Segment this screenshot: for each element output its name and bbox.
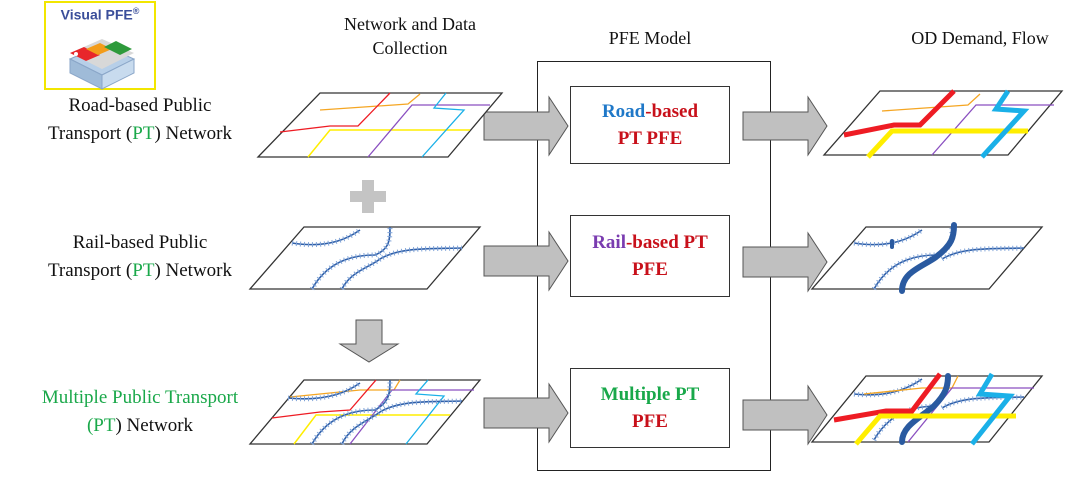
road-network-map bbox=[256, 92, 504, 158]
arrow-multiple-to-pfe bbox=[483, 382, 569, 444]
header-od-demand: OD Demand, Flow bbox=[911, 28, 1049, 48]
input-label-road: Road-based Public Transport (PT) Network bbox=[47, 95, 233, 144]
road-pt-pfe-box[interactable]: Road-based PT PFE bbox=[570, 86, 730, 164]
multiple-network-map bbox=[248, 379, 482, 446]
down-arrow-icon bbox=[338, 319, 400, 363]
arrow-multiple-pfe-to-output bbox=[742, 384, 828, 446]
arrow-road-to-pfe bbox=[483, 95, 569, 157]
header-network-collection: Network and Data Collection bbox=[344, 14, 476, 58]
input-label-multiple: Multiple Public Transport (PT) Network bbox=[41, 387, 239, 436]
arrow-rail-to-pfe bbox=[483, 230, 569, 292]
header-pfe-model: PFE Model bbox=[608, 28, 692, 48]
visual-pfe-logo: Visual PFE® bbox=[44, 1, 156, 90]
rail-pt-pfe-box[interactable]: Rail-based PT PFE bbox=[570, 215, 730, 297]
rail-flow-output-map bbox=[810, 222, 1044, 294]
arrow-rail-pfe-to-output bbox=[742, 231, 828, 293]
pfe-cube-logo-icon bbox=[68, 39, 136, 90]
rail-network-map bbox=[248, 226, 482, 291]
multiple-pt-pfe-box[interactable]: Multiple PT PFE bbox=[570, 368, 730, 448]
road-flow-output-map bbox=[822, 89, 1064, 159]
arrow-road-pfe-to-output bbox=[742, 95, 828, 157]
logo-title: Visual PFE® bbox=[60, 6, 140, 23]
multiple-flow-output-map bbox=[810, 372, 1044, 446]
input-label-rail: Rail-based Public Transport (PT) Network bbox=[47, 232, 233, 281]
plus-icon bbox=[350, 180, 386, 213]
